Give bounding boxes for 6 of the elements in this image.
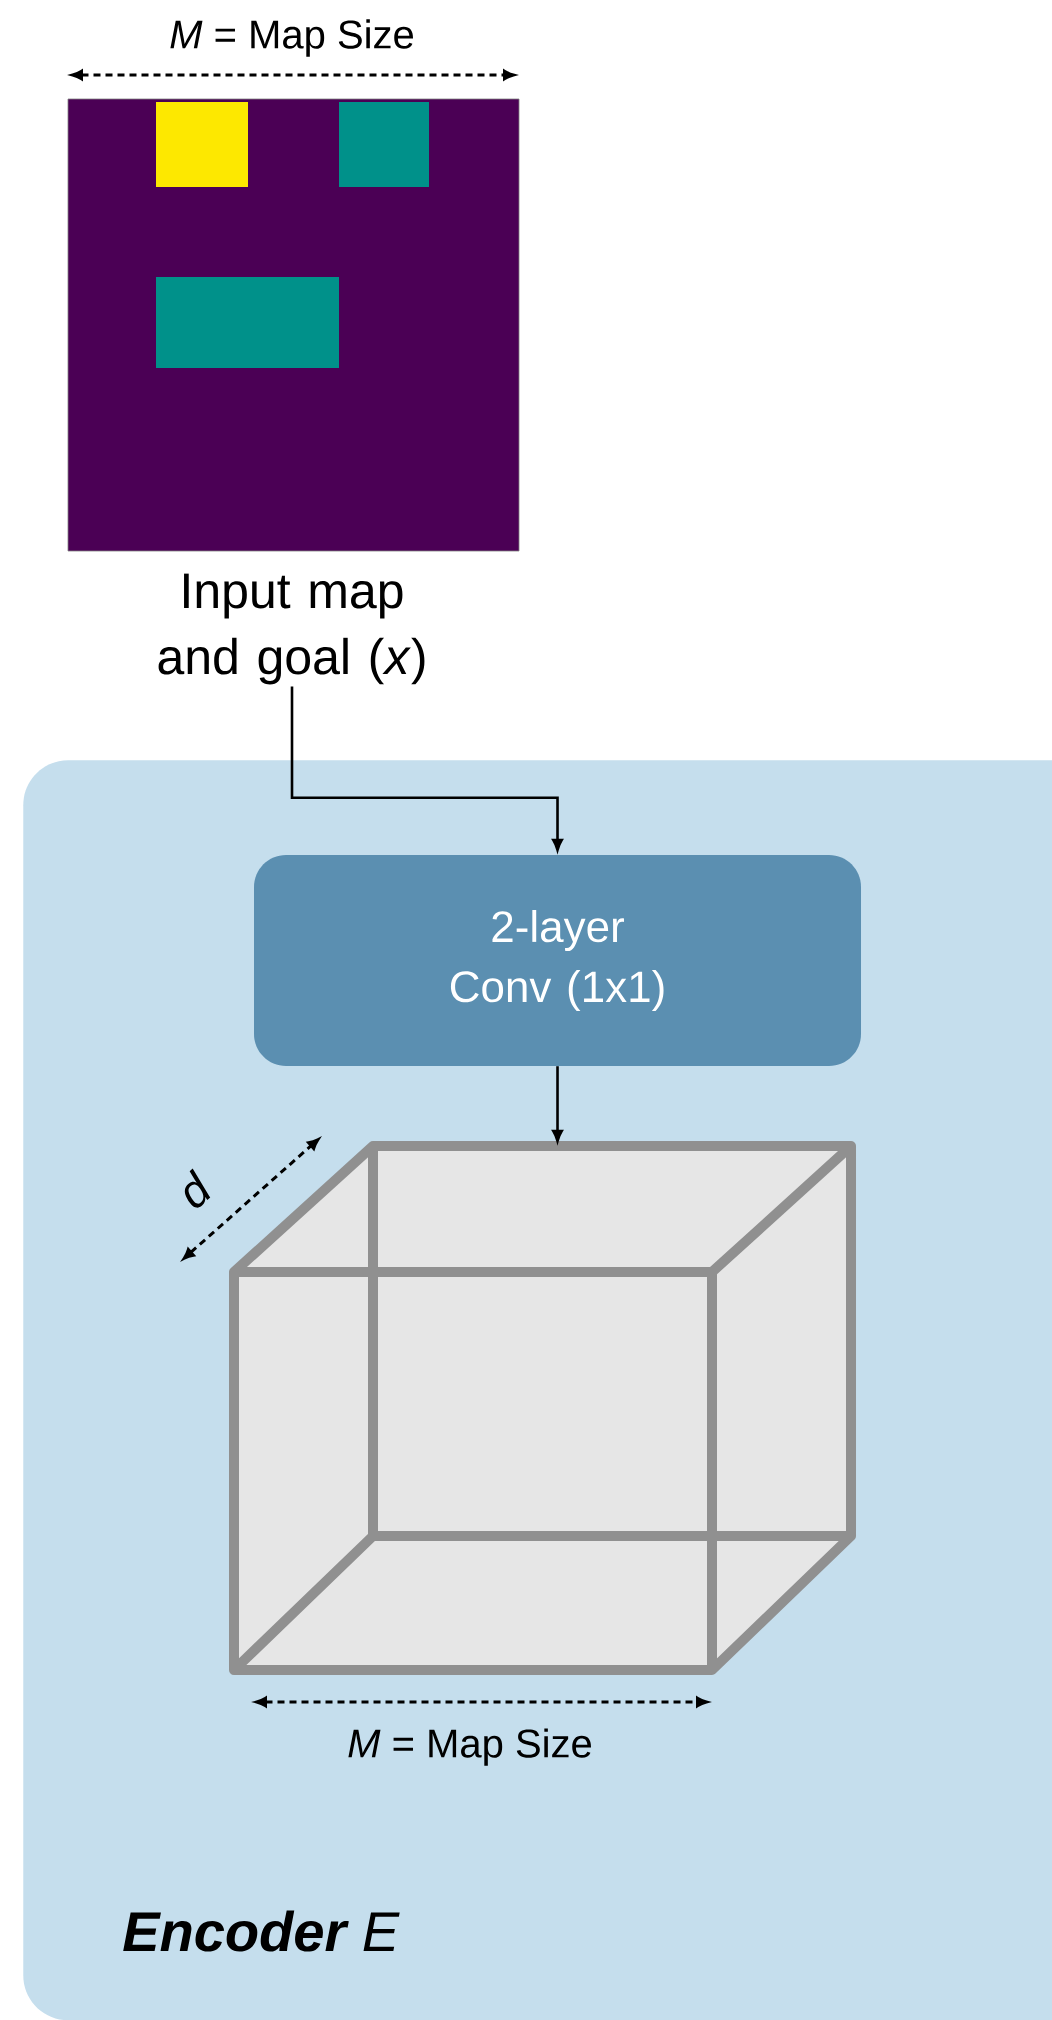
- caption-text: Input map and goal (x): [158, 573, 425, 685]
- process-box: 2-layer Conv (1x1): [254, 855, 861, 1066]
- dimension-label: d: [184, 1168, 211, 1208]
- dimension-label: M = Map Size: [170, 19, 413, 57]
- cube-drawing: [229, 1141, 856, 1675]
- dimension-label: M = Map Size: [348, 1728, 591, 1766]
